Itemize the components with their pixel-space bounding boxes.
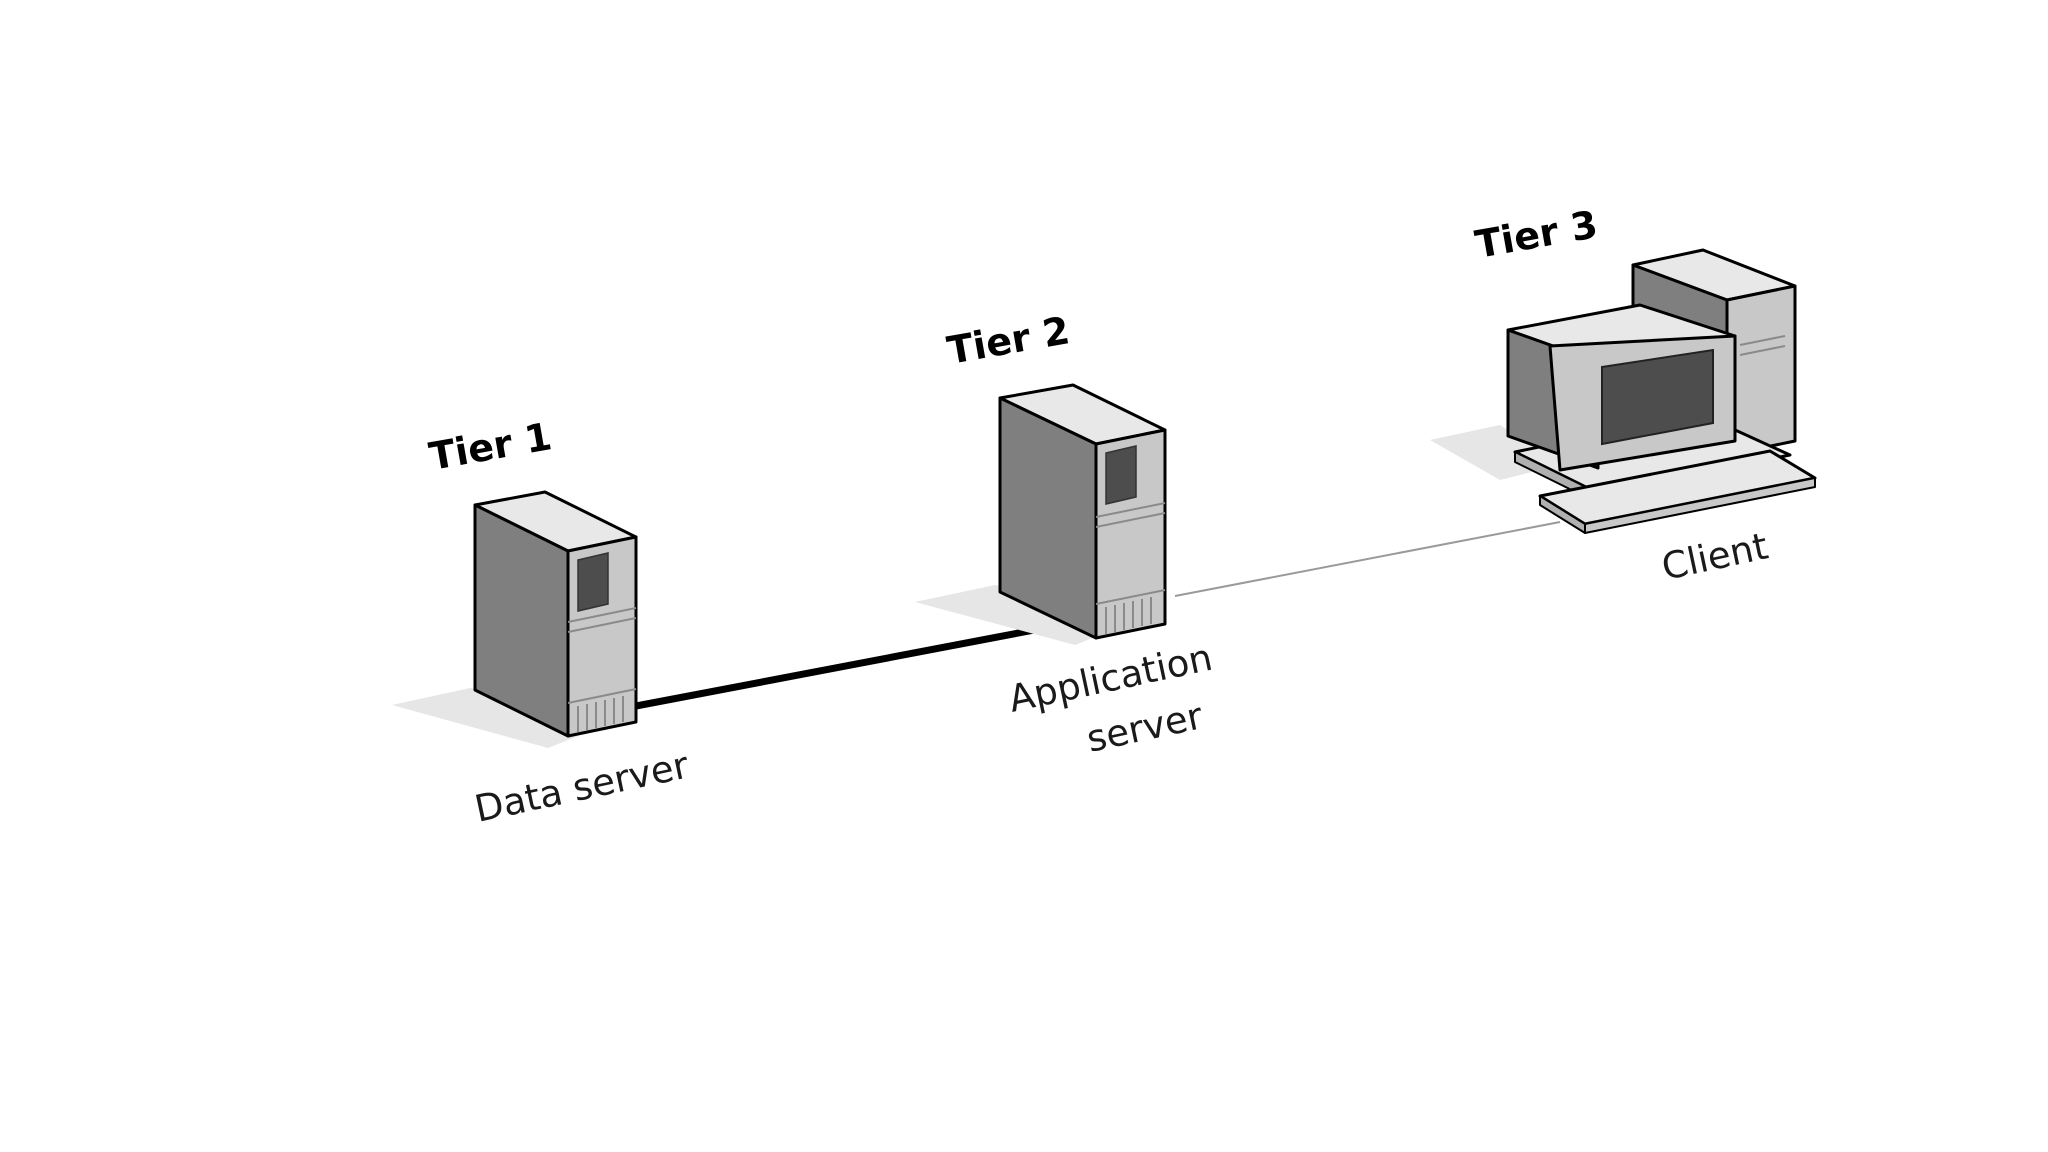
tier-3-label: Tier 3: [1472, 202, 1601, 267]
client-label: Client: [1658, 524, 1772, 588]
application-server-label-line-2: server: [1083, 694, 1207, 761]
data-server-tower-icon: [473, 490, 638, 738]
data-server-label: Data server: [471, 743, 693, 830]
tier-1-group: Tier 1 Data server: [392, 414, 693, 831]
application-server-tower-icon: [998, 383, 1167, 640]
tier-3-group: Tier 3 Client: [1430, 202, 1817, 589]
tier-2-label: Tier 2: [944, 308, 1073, 373]
link-data-to-application: [635, 622, 1056, 710]
desktop-computer-icon: [1506, 248, 1817, 534]
link-application-to-client: [1174, 521, 1561, 597]
tier-1-label: Tier 1: [426, 414, 555, 479]
tier-2-group: Tier 2 Application server: [915, 308, 1216, 761]
